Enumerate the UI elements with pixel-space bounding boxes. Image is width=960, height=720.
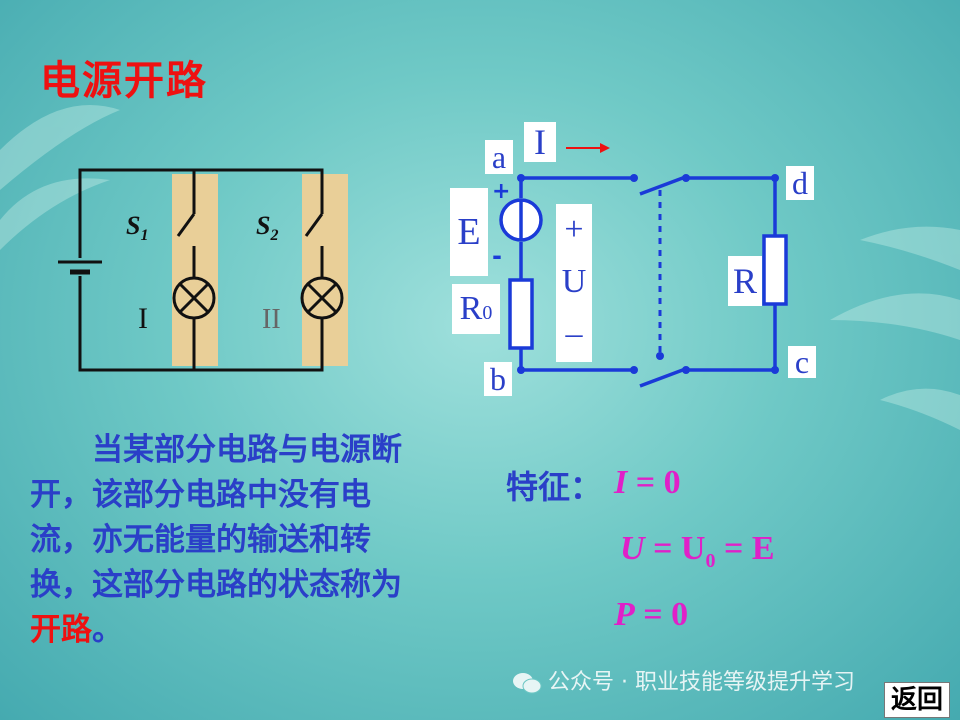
- load-resistor-icon: [762, 234, 788, 306]
- watermark-text: 公众号 · 职业技能等级提升学习: [512, 664, 855, 696]
- features-label: 特征：: [506, 468, 603, 506]
- left-circuit: S1 S2 I II: [58, 168, 348, 372]
- formula-voltage: U = U0 = E: [620, 530, 775, 572]
- formula-power: P = 0: [614, 596, 689, 633]
- switch-1-label: S1: [126, 211, 148, 244]
- node-b-label: b: [484, 362, 512, 396]
- node-d-label: d: [786, 166, 814, 200]
- palm-leaf-decoration: [0, 105, 960, 430]
- node-a-label: a: [485, 140, 513, 174]
- lamp-1-icon: [172, 276, 216, 320]
- back-button[interactable]: 返回: [884, 682, 950, 718]
- right-circuit: + -: [492, 143, 788, 388]
- node-b-dot: [517, 366, 525, 374]
- load-resistance-label: R: [728, 256, 762, 306]
- formula-current: I = 0: [614, 464, 681, 501]
- lamp-2-label: II: [262, 304, 281, 335]
- node-d-dot: [771, 174, 779, 182]
- switch-2-label: S2: [256, 211, 278, 244]
- node-c-label: c: [788, 346, 816, 378]
- node-a-dot: [517, 174, 525, 182]
- voltage-plus: +: [564, 211, 584, 248]
- voltage-indicator: + U –: [556, 204, 592, 362]
- node-c-dot: [771, 366, 779, 374]
- voltage-label: U: [561, 263, 587, 300]
- voltage-minus: –: [565, 315, 583, 352]
- internal-resistance-label: R0: [452, 284, 500, 334]
- internal-resistor-icon: [508, 278, 534, 350]
- wechat-icon: [512, 672, 542, 694]
- lamp-1-label: I: [138, 302, 148, 335]
- current-label: I: [524, 122, 556, 162]
- page-title: 电源开路: [40, 58, 208, 104]
- source-plus-sign: +: [492, 179, 510, 204]
- open-circuit-highlight: 开路: [30, 612, 92, 648]
- source-label: E: [450, 188, 488, 276]
- lamp-2-icon: [300, 276, 344, 320]
- branch-2-highlight: [302, 174, 348, 366]
- description-paragraph: 当某部分电路与电源断开，该部分电路中没有电流，亦无能量的输送和转换，这部分电路的…: [30, 432, 402, 648]
- source-minus-sign: -: [492, 242, 502, 270]
